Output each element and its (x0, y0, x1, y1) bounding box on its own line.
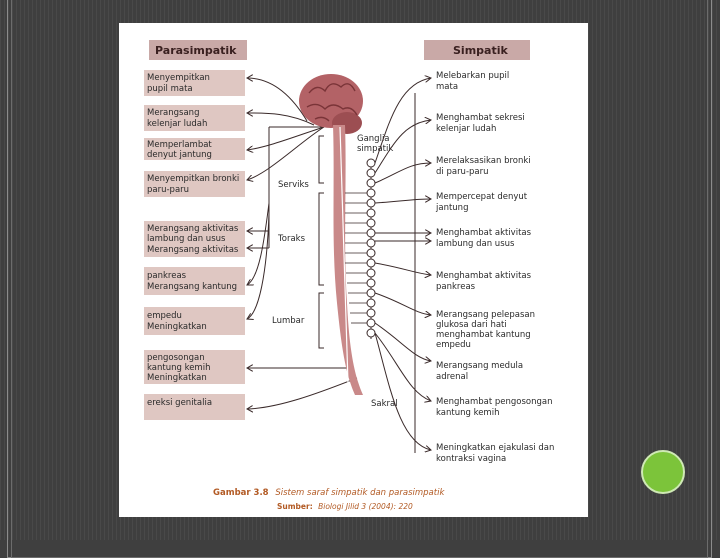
right-label-2-line1: Menghambat sekresi (436, 113, 525, 123)
left-box-6-line1: pankreas (147, 271, 187, 281)
right-arrow-10 (374, 332, 431, 401)
right-label-9-line2: kantung kemih (436, 408, 499, 418)
left-box-5-line1: Merangsang aktivitas (147, 224, 239, 234)
parasympathetic-header-box (149, 40, 247, 60)
left-box-9-line1: ereksi genitalia (147, 398, 212, 408)
right-label-3-line2: di paru-paru (436, 167, 489, 177)
right-label-7-line1: Merangsang pelepasan (436, 310, 535, 320)
right-label-7-line4: empedu (436, 340, 471, 350)
green-circle-decoration (641, 450, 685, 494)
right-arrow-9 (374, 322, 431, 361)
lumbar-bracket (318, 292, 324, 349)
left-box-1-line1: Menyempitkan (147, 73, 210, 83)
left-box-2 (144, 105, 245, 131)
lumbar-label: Lumbar (272, 316, 305, 326)
left-box-4 (144, 171, 245, 197)
right-label-10-line2: kontraksi vagina (436, 454, 506, 464)
right-label-7-line3: menghambat kantung (436, 330, 531, 340)
right-label-9-line1: Menghambat pengosongan (436, 397, 552, 407)
left-arrow-7 (247, 202, 270, 285)
left-box-8 (144, 350, 245, 384)
right-arrow-3 (374, 163, 431, 184)
right-label-6-line1: Menghambat aktivitas (436, 271, 532, 281)
right-arrow-11 (374, 332, 431, 450)
sympathetic-header-box (424, 40, 530, 60)
left-box-4-line2: paru-paru (147, 185, 189, 195)
left-box-3-line1: Memperlambat (147, 140, 212, 150)
ganglia-label-2: simpatik (357, 144, 393, 154)
caption-source-label: Sumber: (277, 502, 313, 511)
right-arrow-2 (374, 120, 431, 174)
left-box-2-line1: Merangsang (147, 108, 199, 118)
right-label-8-line1: Merangsang medula (436, 361, 523, 371)
left-arrow-4 (247, 126, 325, 180)
caption-text: Sistem saraf simpatik dan parasimpatik (275, 488, 445, 498)
left-box-6-line2: Merangsang kantung (147, 282, 237, 292)
sympathetic-header: Simpatik (453, 44, 508, 57)
left-box-4-line1: Menyempitkan bronki (147, 174, 239, 184)
right-label-5-line2: lambung dan usus (436, 239, 515, 249)
right-arrow-1 (374, 78, 431, 164)
caption-label: Gambar 3.8 (213, 488, 269, 498)
torak-bracket (318, 192, 324, 286)
left-box-9 (144, 394, 245, 420)
right-label-8-line2: adrenal (436, 372, 468, 382)
right-arrow-8 (374, 292, 431, 315)
left-box-1 (144, 70, 245, 96)
right-label-2-line2: kelenjar ludah (436, 124, 496, 134)
left-box-6 (144, 267, 245, 295)
left-box-5 (144, 221, 245, 257)
caption-source-text: Biologi Jilid 3 (2004): 220 (318, 502, 413, 511)
left-box-5-line2: lambung dan usus (147, 234, 226, 244)
right-label-5-line1: Menghambat aktivitas (436, 228, 532, 238)
right-label-10-line1: Meningkatkan ejakulasi dan (436, 443, 554, 453)
servik-label: Serviks (278, 180, 309, 190)
parasympathetic-header: Parasimpatik (155, 44, 237, 57)
right-label-6-line2: pankreas (436, 282, 476, 292)
left-arrow-1 (247, 78, 308, 122)
servik-bracket (318, 135, 324, 184)
left-box-7-line1: empedu (147, 311, 182, 321)
caption-source: Sumber: Biologi Jilid 3 (2004): 220 (277, 502, 413, 511)
nervous-system-diagram: Parasimpatik Simpatik Menyempitkan pupil… (144, 40, 554, 511)
left-box-7-line2: Meningkatkan (147, 322, 207, 332)
spinal-cord (333, 125, 363, 395)
right-label-3-line1: Merelaksasikan bronki (436, 156, 531, 166)
diagram-panel: Parasimpatik Simpatik Menyempitkan pupil… (119, 23, 588, 517)
right-arrow-7 (374, 262, 431, 275)
left-box-8-line3: Meningkatkan (147, 373, 207, 383)
ganglia-label-1: Ganglia (357, 134, 390, 144)
left-box-5-line3: Merangsang aktivitas (147, 245, 239, 255)
left-box-3-line2: denyut jantung (147, 150, 212, 160)
left-box-2-line2: kelenjar ludah (147, 119, 207, 129)
right-label-1-line1: Melebarkan pupil (436, 71, 509, 81)
caption: Gambar 3.8 Sistem saraf simpatik dan par… (213, 488, 445, 498)
right-arrow-4 (374, 199, 431, 204)
left-box-3 (144, 138, 245, 160)
brain-illustration (299, 74, 363, 134)
left-box-1-line2: pupil mata (147, 84, 193, 94)
left-arrow-8 (247, 212, 270, 319)
sakral-label: Sakral (371, 399, 398, 409)
left-arrow-2 (247, 113, 315, 126)
left-arrow-10 (247, 377, 358, 409)
torak-label: Toraks (277, 234, 306, 244)
cord-chain-connectors (345, 192, 367, 324)
left-box-8-line2: kantung kemih (147, 363, 210, 373)
spinal-cord-center (339, 126, 349, 384)
left-box-8-line1: pengosongan (147, 353, 205, 363)
left-arrow-3 (247, 126, 325, 150)
right-label-7-line2: glukosa dari hati (436, 320, 507, 330)
right-label-4-line1: Mempercepat denyut (436, 192, 528, 202)
right-label-1-line2: mata (436, 82, 458, 92)
right-label-4-line2: jantung (435, 203, 468, 213)
ganglia-chain (366, 158, 376, 339)
left-box-7 (144, 307, 245, 335)
